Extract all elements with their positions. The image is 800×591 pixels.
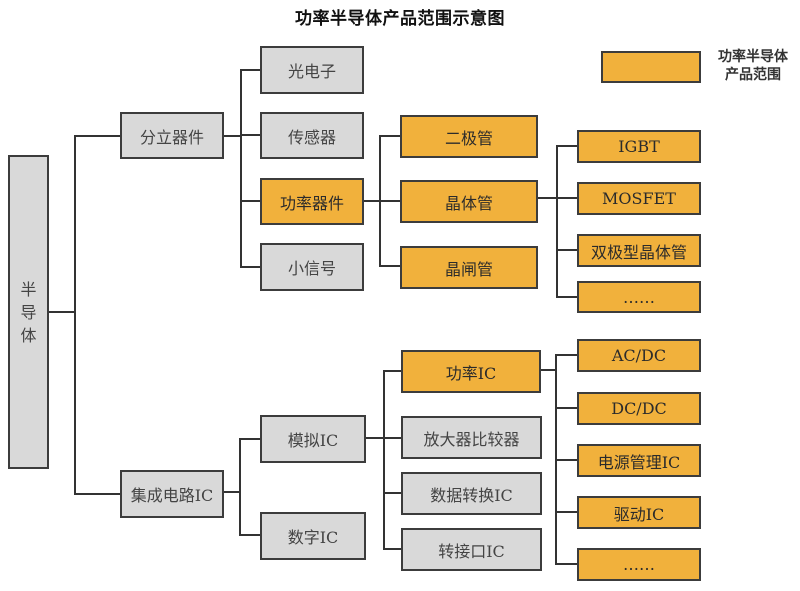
- node-driver-ic: 驱动IC: [577, 496, 701, 529]
- node-thyristor: 晶闸管: [400, 246, 538, 289]
- node-mosfet: MOSFET: [577, 182, 701, 215]
- node-power-ic: 功率IC: [401, 350, 541, 393]
- diagram-title: 功率半导体产品范围示意图: [295, 9, 505, 29]
- legend-label-line2: 产品范围: [725, 67, 781, 83]
- legend-label: 功率半导体 产品范围: [707, 48, 799, 84]
- legend-swatch: [601, 51, 701, 83]
- node-amplifier-comparator: 放大器比较器: [401, 416, 542, 459]
- node-power-devices: 功率器件: [260, 178, 364, 225]
- node-power-ic-more: ……: [577, 548, 701, 581]
- node-label-char: 体: [20, 325, 37, 345]
- node-power-management-ic: 电源管理IC: [577, 444, 701, 477]
- node-igbt: IGBT: [577, 130, 701, 163]
- node-optoelectronics: 光电子: [260, 46, 364, 94]
- node-label-char: 半: [20, 279, 37, 299]
- legend-label-line1: 功率半导体: [718, 49, 788, 65]
- node-diode: 二极管: [400, 115, 538, 158]
- node-integrated-circuit: 集成电路IC: [120, 470, 224, 518]
- node-sensors: 传感器: [260, 112, 364, 159]
- node-dc-dc: DC/DC: [577, 392, 701, 425]
- node-label-char: 导: [20, 302, 37, 322]
- node-digital-ic: 数字IC: [260, 512, 366, 560]
- node-ac-dc: AC/DC: [577, 339, 701, 372]
- node-data-converter-ic: 数据转换IC: [401, 472, 542, 515]
- node-transistor: 晶体管: [400, 180, 538, 223]
- node-analog-ic: 模拟IC: [260, 415, 366, 463]
- node-semiconductor: 半 导 体: [8, 155, 49, 469]
- node-bipolar-transistor: 双极型晶体管: [577, 234, 701, 267]
- node-transistor-more: ……: [577, 281, 701, 313]
- node-small-signal: 小信号: [260, 243, 364, 291]
- node-discrete-devices: 分立器件: [120, 112, 224, 159]
- node-interface-ic: 转接口IC: [401, 528, 542, 571]
